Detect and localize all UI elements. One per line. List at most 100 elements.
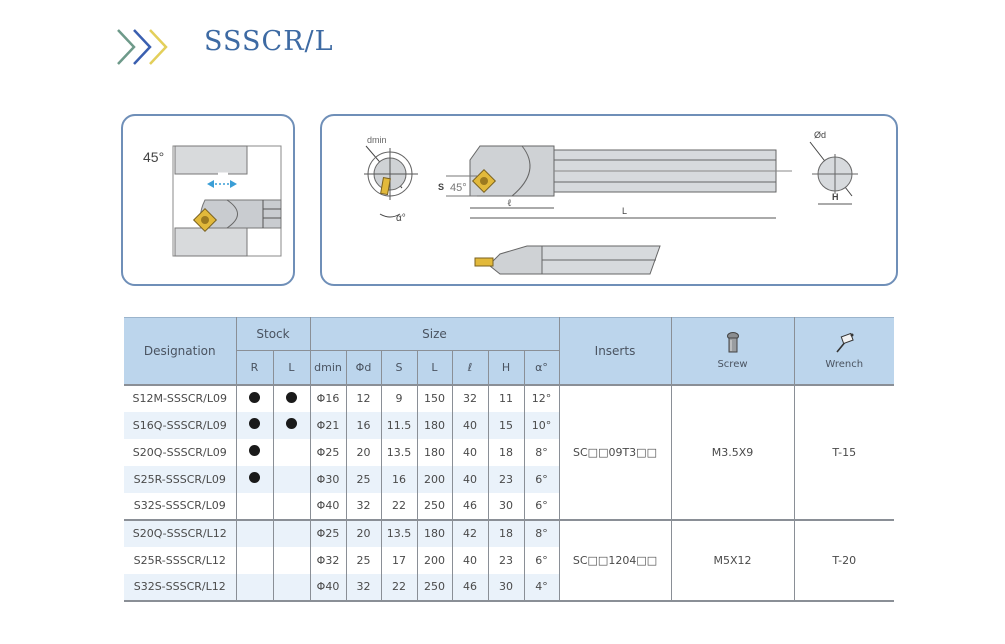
alpha-cell: 8° bbox=[523, 438, 560, 466]
od-cell: 20 bbox=[345, 519, 382, 547]
s-cell: 13.5 bbox=[380, 438, 418, 466]
h-cell: 11 bbox=[487, 384, 525, 412]
length-cell: 200 bbox=[416, 546, 453, 574]
designation-cell: S32S-SSSCR/L09 bbox=[124, 492, 237, 521]
stock-r-cell bbox=[235, 492, 274, 521]
stock-l-cell bbox=[272, 384, 311, 412]
h-cell: 18 bbox=[487, 519, 525, 547]
length-cell: 180 bbox=[416, 411, 453, 439]
section-view: Ød H bbox=[809, 130, 858, 205]
svg-text:ℓ: ℓ bbox=[507, 198, 512, 209]
length-cell: 250 bbox=[416, 573, 453, 602]
svg-text:α°: α° bbox=[396, 213, 406, 224]
designation-cell: S16Q-SSSCR/L09 bbox=[124, 411, 237, 439]
l-small-cell: 46 bbox=[451, 573, 489, 602]
page-title: SSSCR/L bbox=[204, 26, 334, 57]
h-cell: 30 bbox=[487, 573, 525, 602]
wrench-icon bbox=[836, 332, 854, 353]
svg-text:Ød: Ød bbox=[814, 130, 826, 140]
length-cell: 150 bbox=[416, 384, 453, 412]
od-cell: 25 bbox=[345, 465, 382, 493]
designation-cell: S20Q-SSSCR/L12 bbox=[124, 519, 237, 547]
l-small-cell: 40 bbox=[451, 465, 489, 493]
h-cell: 23 bbox=[487, 546, 525, 574]
dmin-cell: Φ25 bbox=[309, 519, 347, 547]
header-dmin: dmin bbox=[309, 350, 347, 385]
dimension-diagram-panel: dmin α° S 45° ℓ L bbox=[320, 114, 898, 286]
stock-l-cell bbox=[272, 465, 311, 493]
wrench-cell: T-20 bbox=[793, 519, 894, 602]
boring-operation-diagram: 45° bbox=[143, 145, 282, 257]
dmin-cell: Φ30 bbox=[309, 465, 347, 493]
l-small-cell: 40 bbox=[451, 411, 489, 439]
od-cell: 32 bbox=[345, 573, 382, 602]
header-stock-r: R bbox=[235, 350, 274, 385]
header-h: H bbox=[487, 350, 525, 385]
stock-l-cell bbox=[272, 573, 311, 602]
stock-r-cell bbox=[235, 546, 274, 574]
svg-text:L: L bbox=[622, 206, 627, 216]
l-small-cell: 42 bbox=[451, 519, 489, 547]
stock-r-cell bbox=[235, 438, 274, 466]
header-s: S bbox=[380, 350, 418, 385]
header-stock: Stock bbox=[235, 317, 311, 351]
angle-label: 45° bbox=[143, 149, 164, 165]
double-arrow-icon bbox=[207, 180, 237, 188]
s-cell: 16 bbox=[380, 465, 418, 493]
stock-r-cell bbox=[235, 384, 274, 412]
stock-l-cell bbox=[272, 519, 311, 547]
wrench-cell: T-15 bbox=[793, 384, 894, 521]
s-cell: 17 bbox=[380, 546, 418, 574]
header-designation: Designation bbox=[124, 317, 237, 385]
stock-l-cell bbox=[272, 492, 311, 521]
stock-r-cell bbox=[235, 465, 274, 493]
in-stock-dot-icon bbox=[249, 445, 260, 456]
alpha-cell: 12° bbox=[523, 384, 560, 412]
od-cell: 25 bbox=[345, 546, 382, 574]
tool-side-view: S 45° ℓ L bbox=[438, 145, 792, 219]
screw-icon bbox=[726, 331, 739, 353]
stock-l-cell bbox=[272, 438, 311, 466]
s-cell: 9 bbox=[380, 384, 418, 412]
insert-cell: SC□□1204□□ bbox=[558, 519, 672, 602]
alpha-cell: 6° bbox=[523, 546, 560, 574]
header-od: Φd bbox=[345, 350, 382, 385]
specification-table: Designation Stock Size Inserts Screw Wre… bbox=[124, 317, 894, 602]
in-stock-dot-icon bbox=[249, 418, 260, 429]
stock-r-cell bbox=[235, 519, 274, 547]
s-cell: 22 bbox=[380, 492, 418, 521]
stock-r-cell bbox=[235, 411, 274, 439]
header-screw: Screw bbox=[670, 317, 795, 385]
s-cell: 11.5 bbox=[380, 411, 418, 439]
svg-text:S: S bbox=[438, 182, 444, 192]
header-inserts: Inserts bbox=[558, 317, 672, 385]
alpha-cell: 8° bbox=[523, 519, 560, 547]
h-cell: 18 bbox=[487, 438, 525, 466]
insert-icon bbox=[192, 207, 218, 233]
in-stock-dot-icon bbox=[249, 472, 260, 483]
page-header: SSSCR/L bbox=[112, 22, 333, 72]
l-small-cell: 40 bbox=[451, 546, 489, 574]
s-cell: 22 bbox=[380, 573, 418, 602]
stock-l-cell bbox=[272, 546, 311, 574]
designation-cell: S12M-SSSCR/L09 bbox=[124, 384, 237, 412]
dmin-cell: Φ32 bbox=[309, 546, 347, 574]
end-view-dmin: dmin α° bbox=[364, 135, 418, 224]
h-cell: 15 bbox=[487, 411, 525, 439]
stock-r-cell bbox=[235, 573, 274, 602]
od-cell: 12 bbox=[345, 384, 382, 412]
machining-diagram-panel: 45° bbox=[121, 114, 295, 286]
alpha-cell: 6° bbox=[523, 492, 560, 521]
length-cell: 200 bbox=[416, 465, 453, 493]
in-stock-dot-icon bbox=[249, 391, 260, 403]
l-small-cell: 46 bbox=[451, 492, 489, 521]
dmin-cell: Φ40 bbox=[309, 573, 347, 602]
header-length: L bbox=[416, 350, 453, 385]
